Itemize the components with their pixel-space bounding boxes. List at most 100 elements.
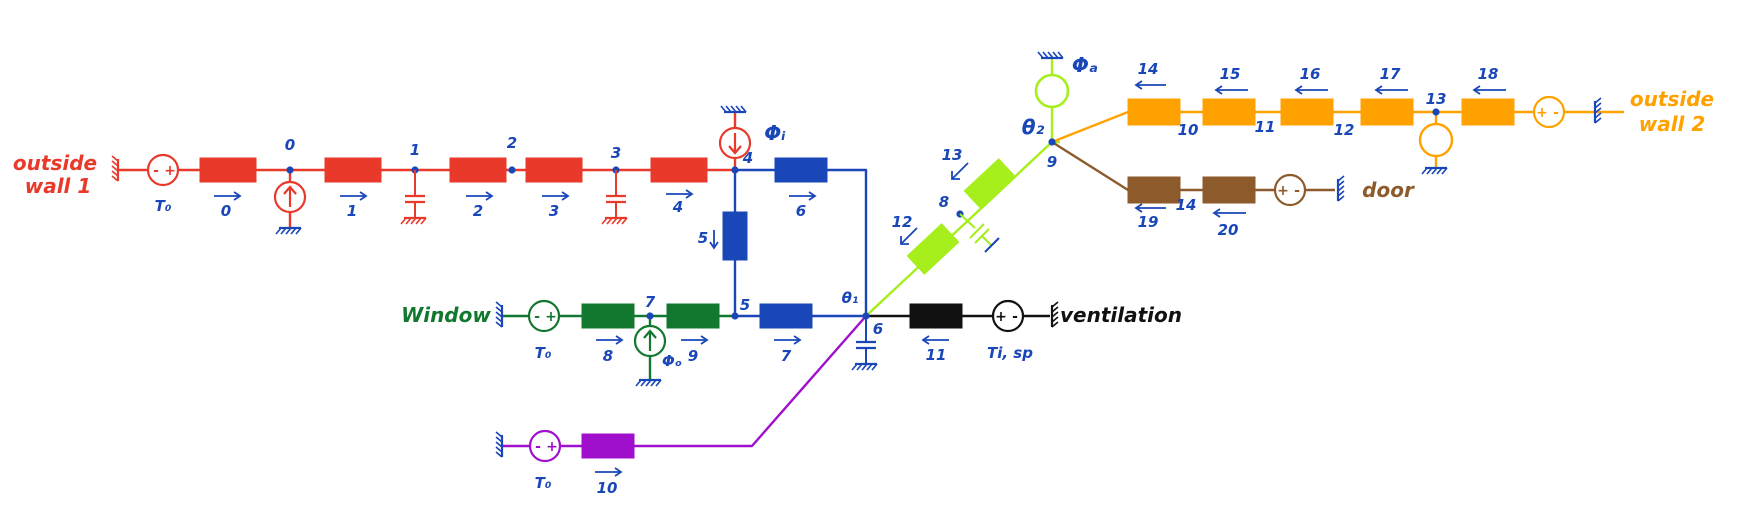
temperature-source-circle: [1532, 95, 1566, 129]
arrow-head: [808, 191, 817, 201]
ground-hatch: [280, 227, 287, 235]
arrow-head: [561, 191, 570, 201]
to-label: T₀: [535, 474, 552, 492]
branch-arrow-15: [1214, 85, 1248, 95]
theta-2-label: θ₂: [1022, 115, 1045, 139]
temperature-source-circle: [1273, 173, 1307, 207]
arrow-head: [1134, 80, 1143, 90]
arrow-head: [359, 191, 368, 201]
arrow-head: [1212, 208, 1221, 218]
outside-wall-2-label: wall 2: [1639, 112, 1706, 136]
ground-hatch: [871, 363, 878, 371]
branch-label-17: 17: [1380, 65, 1401, 83]
lime-resistor-13: [963, 158, 1017, 210]
ground-hatch: [495, 321, 503, 328]
source-sign-left: +: [1277, 183, 1289, 199]
node-label-2: 2: [507, 134, 517, 152]
window-label: Window: [401, 303, 491, 327]
branch-arrow-8: [596, 335, 624, 345]
outside-wall-2-label: outside: [1630, 87, 1714, 111]
node-dot-13: [1432, 108, 1440, 116]
ground-hatch: [111, 155, 119, 162]
resistor-7: [759, 303, 813, 329]
source-sign-left: -: [535, 439, 541, 455]
ground-hatch: [635, 379, 642, 387]
ground-hatch: [616, 217, 623, 225]
window-temperature-source-icon: -+: [527, 299, 561, 333]
ground-hatch: [495, 436, 503, 443]
wall1-resistor-0: [199, 157, 257, 183]
ground-hatch: [495, 311, 503, 318]
door-temperature-source-icon: +-: [1273, 173, 1307, 207]
wall2-ground-icon: [1593, 97, 1602, 124]
node-dot-9: [1048, 138, 1056, 146]
branch-arrow-19: [1134, 203, 1166, 213]
branch-label-11: 11: [926, 346, 947, 364]
node-dot-2: [508, 166, 516, 174]
wall2-resistor-17: [1360, 98, 1414, 126]
lime-resistor-12: [906, 223, 960, 275]
branch-label-7: 7: [781, 347, 792, 365]
arrow-shaft: [900, 227, 918, 245]
node-label-1: 1: [410, 141, 420, 159]
branch-arrow-0: [214, 191, 242, 201]
ground-hatch: [415, 217, 422, 225]
purple-temperature-source-icon: -+: [528, 429, 562, 463]
branch-arrow-4: [666, 189, 694, 199]
wall1-resistor-1: [324, 157, 382, 183]
branch-arrow-16: [1294, 85, 1328, 95]
ground-hatch: [611, 217, 618, 225]
node-label-8: 8: [939, 193, 949, 211]
node-dot-0: [286, 166, 294, 174]
ti-sp-label: Ti, sp: [987, 344, 1033, 362]
node-label-4: 4: [742, 149, 753, 167]
ground-hatch: [645, 379, 652, 387]
branch-arrow-7: [774, 335, 802, 345]
ground-hatch: [111, 170, 119, 177]
node8-capacitor-lead: [981, 235, 993, 247]
arrow-head: [1374, 85, 1383, 95]
ground-hatch: [290, 227, 297, 235]
wall1-ground-icon: [111, 155, 120, 182]
door-resistor-19: [1127, 176, 1181, 204]
ground-hatch: [851, 363, 858, 371]
arrow-head: [1214, 85, 1223, 95]
source-sign-left: -: [534, 309, 540, 325]
ground-hatch: [495, 316, 503, 323]
node-label-11: 11: [1255, 118, 1276, 136]
source-sign-right: -: [1012, 309, 1018, 325]
door-resistor-20: [1202, 176, 1256, 204]
node-label-14: 14: [1176, 196, 1197, 214]
ground-hatch: [495, 451, 503, 458]
capacitor-ground-icon: [601, 216, 628, 225]
ground-hatch: [1436, 167, 1443, 175]
ventilation-temperature-source-icon: +-: [991, 299, 1025, 333]
ground-hatch: [1337, 195, 1345, 202]
heat-flow-arrow-head: [283, 185, 297, 195]
wall2-heat-flow-source-icon: [1418, 122, 1454, 158]
theta-1-label: θ₁: [842, 289, 859, 307]
purple-resistor-10: [581, 433, 635, 459]
wall2-temperature-source-icon: +-: [1532, 95, 1566, 129]
branch-arrow-6: [789, 191, 817, 201]
source-sign-right: +: [545, 309, 557, 325]
source-sign-left: +: [1536, 105, 1548, 121]
ground-hatch: [495, 441, 503, 448]
ground-hatch: [735, 105, 742, 113]
ground-hatch: [495, 431, 503, 438]
branch-arrow-18: [1472, 85, 1506, 95]
ground-hatch: [640, 379, 647, 387]
ground-hatch: [1594, 102, 1602, 109]
source-sign-right: -: [1294, 183, 1300, 199]
ground-hatch: [1051, 321, 1059, 328]
node-label-9: 9: [1047, 153, 1057, 171]
phi-o-label: Φₒ: [662, 352, 682, 370]
ground-hatch: [275, 227, 282, 235]
ground-hatch: [1337, 175, 1345, 182]
ground-hatch: [1426, 167, 1433, 175]
capacitor-ground-icon: [400, 216, 427, 225]
ground-hatch: [1441, 167, 1448, 175]
phi-o-heat-flow-source-icon: [633, 324, 667, 358]
branch-arrow-20: [1212, 208, 1246, 218]
